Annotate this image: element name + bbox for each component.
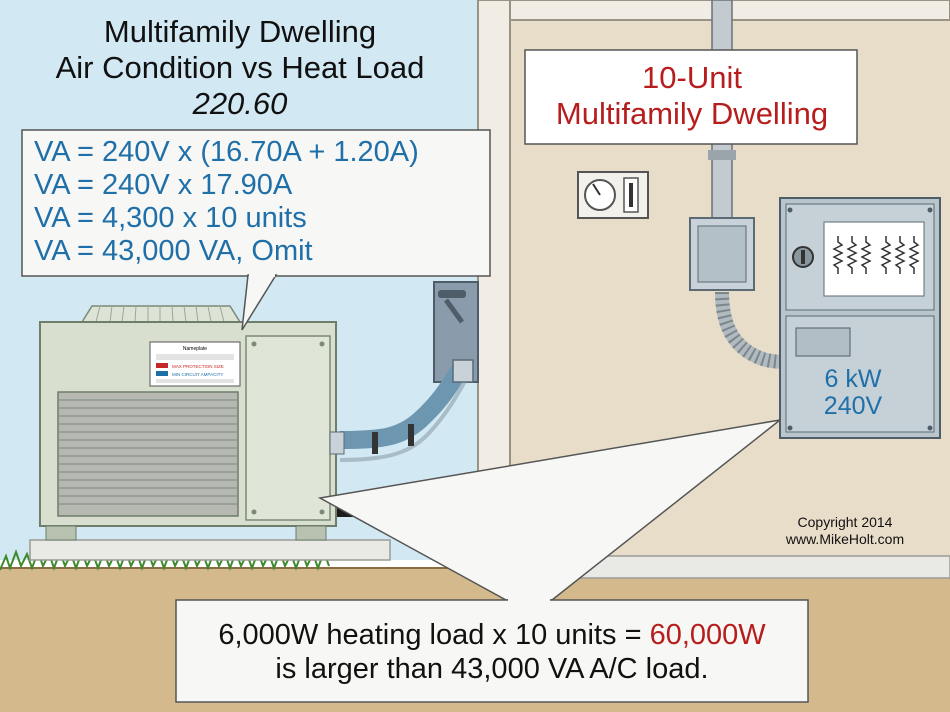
coil-fins bbox=[58, 399, 238, 505]
conclusion-callout bbox=[175, 599, 809, 703]
building-label-line-1: 10-Unit bbox=[642, 60, 742, 95]
website-line: www.MikeHolt.com bbox=[785, 531, 905, 547]
code-section: 220.60 bbox=[192, 86, 288, 121]
nameplate-row-min-ampacity: MIN CIRCUIT AMPACITY bbox=[172, 372, 223, 377]
electric-meter bbox=[577, 171, 649, 219]
heater-resistor-icons bbox=[832, 236, 920, 274]
disconnect-handle bbox=[438, 290, 466, 298]
access-panel bbox=[245, 335, 331, 521]
calc-line-2: VA = 240V x 17.90A bbox=[34, 169, 293, 201]
calc-line-3: VA = 4,300 x 10 units bbox=[34, 202, 307, 234]
nameplate-heading: Nameplate bbox=[183, 346, 207, 352]
conclusion-line-1: 6,000W heating load x 10 units = 60,000W bbox=[182, 618, 802, 652]
ac-pad bbox=[29, 539, 391, 561]
title-line-2: Air Condition vs Heat Load bbox=[55, 50, 425, 85]
heater-rating: 6 kW 240V bbox=[788, 366, 918, 420]
building-label-line-2: Multifamily Dwelling bbox=[555, 96, 829, 131]
whip-cable bbox=[339, 371, 472, 462]
title-line-1: Multifamily Dwelling bbox=[103, 14, 377, 49]
building-label-box bbox=[524, 49, 858, 145]
panel-schedule bbox=[823, 221, 925, 297]
copyright-line: Copyright 2014 bbox=[797, 514, 893, 530]
heater-rating-voltage: 240V bbox=[823, 392, 883, 420]
building-label: 10-Unit Multifamily Dwelling bbox=[537, 60, 847, 132]
coil-grille bbox=[57, 391, 239, 517]
calc-line-4: VA = 43,000 VA, Omit bbox=[34, 235, 313, 267]
conclusion-part-1: 6,000W heating load x 10 units = bbox=[218, 619, 650, 651]
conduit-fitting bbox=[452, 359, 474, 383]
fan-grille bbox=[80, 305, 242, 323]
grass bbox=[0, 549, 330, 571]
disconnect-lever bbox=[443, 298, 465, 324]
ac-condenser: Nameplate MAX PROTECTION SIZE MIN CIRCUI… bbox=[39, 305, 414, 541]
conclusion-highlight: 60,000W bbox=[649, 619, 766, 651]
copyright-notice: Copyright 2014 www.MikeHolt.com bbox=[760, 514, 930, 548]
fan-grille-slats bbox=[95, 305, 225, 323]
conclusion-text: 6,000W heating load x 10 units = 60,000W… bbox=[182, 618, 802, 686]
conclusion-line-2: is larger than 43,000 VA A/C load. bbox=[275, 653, 709, 685]
nameplate-row-max-protection: MAX PROTECTION SIZE bbox=[172, 364, 224, 369]
calculation-text: VA = 240V x (16.70A + 1.20A) VA = 240V x… bbox=[34, 136, 419, 268]
heater-rating-kw: 6 kW bbox=[824, 365, 882, 393]
calculation-callout bbox=[21, 129, 491, 277]
calc-line-1: VA = 240V x (16.70A + 1.20A) bbox=[34, 136, 419, 168]
title-block: Multifamily Dwelling Air Condition vs He… bbox=[20, 14, 460, 122]
panelboard bbox=[779, 197, 941, 439]
